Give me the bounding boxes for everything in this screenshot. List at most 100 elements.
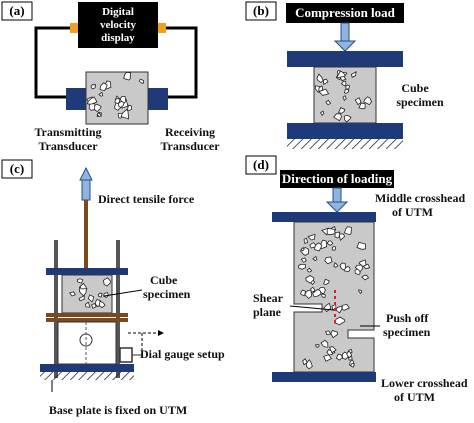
- middle-crosshead-label-1: Middle crosshead: [375, 191, 465, 205]
- aggregate-fragment: [344, 88, 350, 94]
- panel-b-tag-box: [245, 1, 277, 21]
- aggregate-fragment: [363, 96, 373, 106]
- support-hatch-c: [40, 372, 134, 380]
- aggregate-fragment: [341, 303, 350, 311]
- aggregate-fragment: [114, 98, 121, 105]
- aggregate-fragment: [317, 287, 326, 295]
- middle-crosshead: [272, 212, 376, 222]
- aggregate-fragment: [78, 295, 85, 302]
- aggregate-d-top: [297, 225, 371, 299]
- aggregate-fragment: [323, 278, 330, 285]
- aggregate-fragment: [340, 80, 347, 87]
- lower-crosshead-label-2: of UTM: [394, 390, 435, 404]
- aggregate-fragment: [320, 110, 325, 116]
- aggregate-fragment: [323, 78, 329, 86]
- aggregate-fragment: [315, 344, 320, 348]
- gauge-arrow-upper: [158, 330, 164, 336]
- aggregate-fragment: [98, 91, 104, 97]
- aggregate-fragment: [326, 240, 334, 246]
- aggregate-fragment: [306, 267, 313, 273]
- aggregate-fragment: [126, 104, 133, 111]
- aggregate-fragment: [361, 274, 370, 281]
- aggregate-fragment: [303, 237, 309, 244]
- aggregate-fragment: [300, 289, 306, 297]
- aggregate-fragment: [312, 288, 322, 298]
- aggregate-fragment: [342, 95, 347, 101]
- aggregate-fragment: [343, 114, 352, 123]
- panel-c-tag-box: [1, 159, 33, 179]
- aggregate-fragment: [300, 257, 307, 263]
- compression-arrow-head: [333, 40, 357, 52]
- compression-load-label: Compression load: [295, 5, 396, 20]
- aggregate-fragment: [99, 82, 108, 92]
- lower-platen: [287, 123, 403, 139]
- loading-arrow-shaft: [332, 187, 342, 203]
- shear-leader: [289, 305, 335, 311]
- aggregate-fragment: [318, 85, 324, 92]
- tensile-force-label: Direct tensile force: [98, 192, 195, 206]
- upper-platen: [287, 51, 403, 67]
- aggregate-c: [69, 277, 111, 309]
- direction-banner: [280, 170, 394, 188]
- aggregate-d-bottom: [302, 339, 355, 370]
- middle-plate-lower: [46, 318, 128, 322]
- cube-leader-c: [103, 289, 143, 297]
- aggregate-fragment: [310, 286, 316, 294]
- display-label-2: velocity: [100, 19, 137, 31]
- aggregate-fragment: [338, 107, 346, 114]
- aggregate-fragment: [354, 264, 364, 273]
- tensile-arrow-shaft: [81, 179, 91, 201]
- aggregate-d-mid: [323, 302, 350, 339]
- receiving-label-1: Receiving: [165, 125, 215, 139]
- aggregate-fragment: [320, 339, 329, 348]
- aggregate-fragment: [97, 292, 103, 298]
- aggregate-fragment: [350, 71, 357, 78]
- aggregate-fragment: [326, 227, 336, 236]
- aggregate-a: [86, 71, 144, 120]
- lower-crosshead: [272, 372, 376, 382]
- dial-gauge: [119, 347, 133, 363]
- cube-specimen-a: [85, 71, 149, 125]
- right-tie-rod: [116, 240, 120, 378]
- panel-d-tag: (d): [253, 157, 269, 172]
- compression-load-banner: [286, 3, 404, 23]
- pull-rod: [84, 200, 88, 272]
- lower-crosshead-label-1: Lower crosshead: [381, 376, 468, 390]
- shear-plane-label-2: plane: [253, 305, 282, 319]
- aggregate-fragment: [354, 97, 362, 106]
- right-wire: [162, 26, 198, 99]
- aggregate-fragment: [333, 262, 339, 268]
- aggregate-fragment: [77, 278, 84, 284]
- cube-label-b-1: Cube: [401, 81, 429, 95]
- display-label-1: Digital: [102, 6, 134, 18]
- aggregate-fragment: [69, 291, 76, 297]
- aggregate-fragment: [344, 226, 352, 236]
- push-off-label-1: Push off: [386, 311, 429, 325]
- top-grip-plate: [46, 268, 128, 275]
- transmitting-label-1: Transmitting: [34, 125, 101, 139]
- compression-arrow-shaft: [340, 22, 350, 42]
- aggregate-fragment: [103, 277, 111, 287]
- aggregate-fragment: [300, 246, 305, 252]
- panel-a-tag: (a): [9, 3, 24, 18]
- aggregate-fragment: [96, 112, 102, 117]
- aggregate-fragment: [98, 300, 106, 308]
- aggregate-fragment: [324, 256, 333, 265]
- aggregate-fragment: [358, 289, 362, 294]
- aggregate-fragment: [312, 255, 318, 262]
- middle-crosshead-label-2: of UTM: [392, 205, 433, 219]
- aggregate-fragment: [358, 102, 366, 110]
- aggregate-fragment: [87, 294, 95, 303]
- left-tie-rod: [54, 240, 58, 378]
- aggregate-fragment: [323, 354, 332, 362]
- panel-d: (d) Direction of loading Middle crosshea…: [245, 155, 468, 404]
- aggregate-fragment: [333, 113, 343, 122]
- support-hatch-b: [287, 139, 403, 149]
- aggregate-fragment: [339, 262, 346, 271]
- receiving-label-2: Transducer: [160, 139, 220, 153]
- aggregate-fragment: [297, 263, 306, 270]
- aggregate-fragment: [329, 346, 337, 354]
- aggregate-fragment: [88, 102, 96, 111]
- aggregate-fragment: [120, 108, 129, 120]
